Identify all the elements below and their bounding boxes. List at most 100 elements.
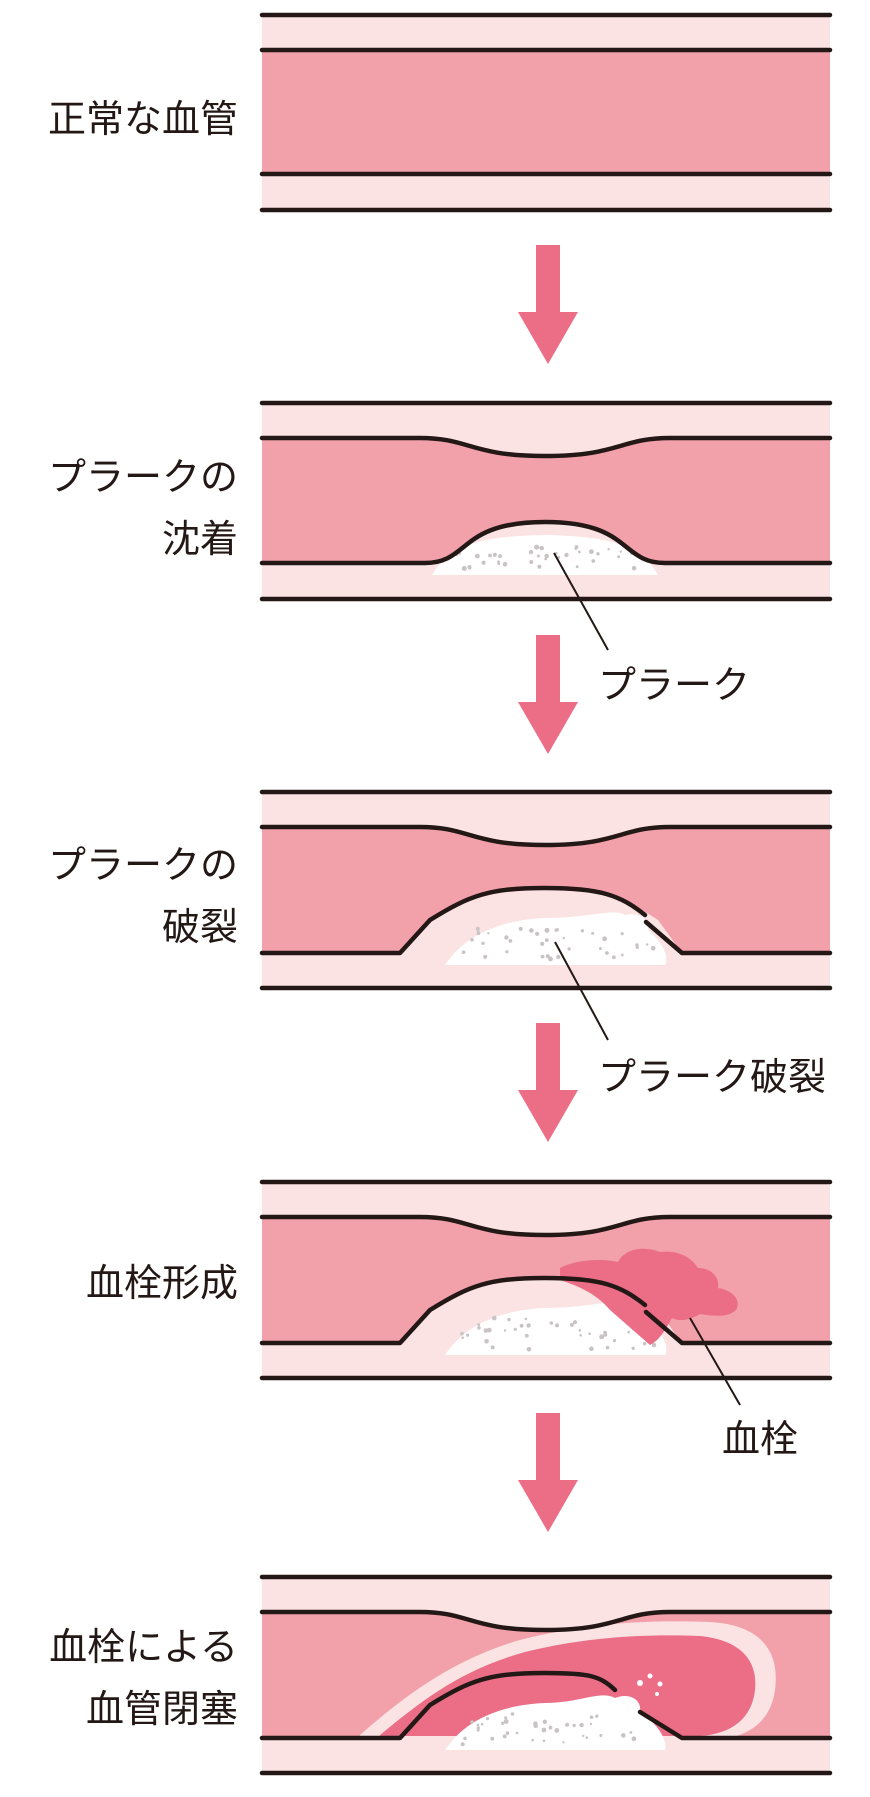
plaque-speckle [492,1315,497,1321]
thrombus [560,1248,738,1345]
plaque-speckle [589,1715,594,1719]
plaque-speckle [476,1723,480,1727]
plaque-speckle [545,954,550,959]
plaque-speckle [589,1346,594,1351]
plaque-texture [460,1712,637,1747]
plaque-speckle [651,947,655,951]
plaque-speckle [574,546,578,550]
plaque-speckle [501,1721,505,1726]
plaque-speckle [578,1329,582,1332]
plaque-speckle [599,1734,603,1737]
plaque-speckle [620,932,624,936]
plaque-speckle [526,1323,531,1328]
plaque-speckle [502,1734,507,1739]
plaque-speckle [539,545,544,551]
vessel-lumen [262,438,830,563]
plaque-speckle [555,1323,559,1328]
plaque-speckle [621,1733,626,1738]
plaque-speckle [503,1329,507,1332]
plaque-speckle [507,1317,511,1322]
plaque-speckle [569,1322,574,1327]
plaque-speckle [554,928,558,932]
plaque-speckle [642,1342,647,1346]
arrow-down-icon [518,1023,578,1142]
plaque-speckle [537,564,542,569]
stage-label-occlusion-line2: 血管閉塞 [86,1687,238,1731]
plaque-speckle [504,1716,508,1720]
plaque-speckle [631,565,637,571]
plaque-speckle [595,1714,599,1718]
plaque-speckle [513,1327,517,1331]
plaque-speckle [605,951,609,955]
plaque-speckle [463,1736,467,1741]
plaque-speckle [528,549,534,555]
plaque-speckle [476,928,480,932]
plaque-speckle [562,936,565,940]
plaque-speckle [635,945,639,949]
plaque-speckle [631,1736,637,1742]
plaque-speckle [483,954,488,959]
plaque-speckle [585,1736,589,1739]
plaque-speckle [548,1725,553,1730]
plaque-speckle [476,931,481,935]
plaque-speckle [631,1346,635,1351]
vessel-outline [259,1670,618,1741]
plaque-texture [460,1315,657,1352]
plaque-speckle [607,548,610,551]
plaque-speckle [476,1728,480,1732]
vessel-lumen [262,50,830,174]
plaque-speckle [474,553,480,559]
stage-label-plaque-line2: 沈着 [162,517,238,561]
plaque-speckle [480,1722,484,1726]
plaque-speckle [548,956,553,962]
plaque-speckle [544,557,548,561]
plaque-speckle [542,1739,546,1743]
plaque-speckle [461,566,467,571]
plaque-speckle [567,947,571,951]
plaque-speckle [488,553,492,558]
plaque [445,1302,667,1355]
plaque-speckle [490,1736,495,1741]
plaque-speckle [562,1741,565,1744]
callout-leader [554,941,609,1041]
plaque-speckle [646,943,649,946]
plaque-speckle [619,550,622,553]
plaque-speckle [503,1719,509,1724]
plaque-speckle [589,1722,593,1726]
plaque-speckle [549,1321,554,1325]
plaque-speckle [544,938,549,942]
plaque-speckle [627,1330,630,1334]
callout-plaque: プラーク [598,663,750,707]
vessel-outline [259,789,833,991]
plaque-speckle [544,927,550,933]
plaque-speckle [508,939,513,943]
arrow-down-icon [518,1413,578,1532]
plaque-speckle [526,1347,532,1352]
plaque-speckle [589,549,594,555]
vessel-outline [259,1275,648,1346]
plaque-texture [454,544,639,571]
vessel-outline [259,824,833,848]
plaque-speckle [629,1731,633,1734]
plaque-speckle [544,553,549,559]
plaque-speckle [502,561,508,567]
stage-thrombus-formation: 血栓形成 血栓 [86,1179,833,1461]
plaque-speckle [580,929,585,933]
plaque-speckle [540,954,545,959]
plaque-speckle [497,562,501,565]
plaque-speckle [554,1728,560,1733]
plaque-speckle [481,941,485,945]
plaque-speckle [572,1723,576,1728]
arrow-down-icon [518,635,578,754]
stage-label-plaque-line1: プラークの [48,455,238,499]
vessel-outline [259,885,648,956]
arrow-down-icon [518,245,578,364]
plaque-speckle [536,554,540,558]
plaque-speckle [529,928,534,933]
plaque-speckle [575,565,579,569]
plaque-speckle [579,1722,584,1728]
plaque-speckle [579,1334,582,1337]
vessel-outline [259,435,833,459]
plaque-speckle [490,1345,495,1350]
